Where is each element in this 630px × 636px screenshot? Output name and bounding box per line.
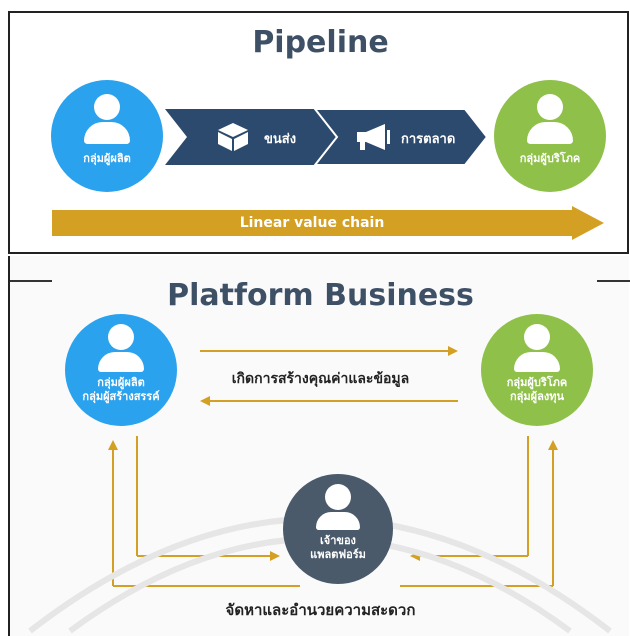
pipeline-producer-label: กลุ่มผู้ผลิต xyxy=(83,152,131,165)
linear-chain-label: Linear value chain xyxy=(239,215,385,231)
pipeline-producer-node: กลุ่มผู้ผลิต xyxy=(51,80,163,192)
platform-owner-line1: เจ้าของ xyxy=(320,534,356,547)
chevron-transport xyxy=(165,109,337,165)
pipeline-chevrons xyxy=(165,109,489,165)
linear-chain-arrow xyxy=(52,206,604,240)
person-icon xyxy=(77,94,137,150)
person-icon xyxy=(520,94,580,150)
platform-panel: Platform Business กลุ่มผู้ผลิต กลุ่มผู้ส… xyxy=(8,256,630,636)
platform-owner-line2: แพลตฟอร์ม xyxy=(310,548,366,561)
box-icon xyxy=(218,123,248,151)
pipeline-title: Pipeline xyxy=(252,25,389,60)
platform-consumer-line1: กลุ่มผู้บริโภค xyxy=(506,376,568,389)
pipeline-panel: Pipeline กลุ่มผู้ผลิต ขนส่ง การตลาด กลุ่… xyxy=(8,11,629,254)
platform-consumer-line2: กลุ่มผู้ลงทุน xyxy=(510,390,564,403)
platform-consumer-node: กลุ่มผู้บริโภค กลุ่มผู้ลงทุน xyxy=(481,314,593,426)
value-creation-label: เกิดการสร้างคุณค่าและข้อมูล xyxy=(231,371,410,387)
platform-owner-node: เจ้าของ แพลตฟอร์ม xyxy=(283,474,393,584)
divider-right xyxy=(597,280,630,282)
pipeline-consumer-label: กลุ่มผู้บริโภค xyxy=(519,152,581,165)
megaphone-icon xyxy=(357,124,390,150)
pipeline-consumer-node: กลุ่มผู้บริโภค xyxy=(494,80,606,192)
person-icon xyxy=(91,324,151,376)
platform-title: Platform Business xyxy=(167,278,474,313)
person-icon xyxy=(308,484,368,534)
chevron-marketing xyxy=(313,109,489,165)
platform-producer-node: กลุ่มผู้ผลิต กลุ่มผู้สร้างสรรค์ xyxy=(65,314,177,426)
platform-producer-line1: กลุ่มผู้ผลิต xyxy=(97,376,145,389)
step-transport-label: ขนส่ง xyxy=(264,132,297,147)
person-icon xyxy=(507,324,567,376)
step-marketing-label: การตลาด xyxy=(401,132,456,147)
platform-producer-line2: กลุ่มผู้สร้างสรรค์ xyxy=(82,390,160,403)
facilitation-label: จัดหาและอำนวยความสะดวก xyxy=(225,601,416,619)
divider-left xyxy=(10,280,52,282)
